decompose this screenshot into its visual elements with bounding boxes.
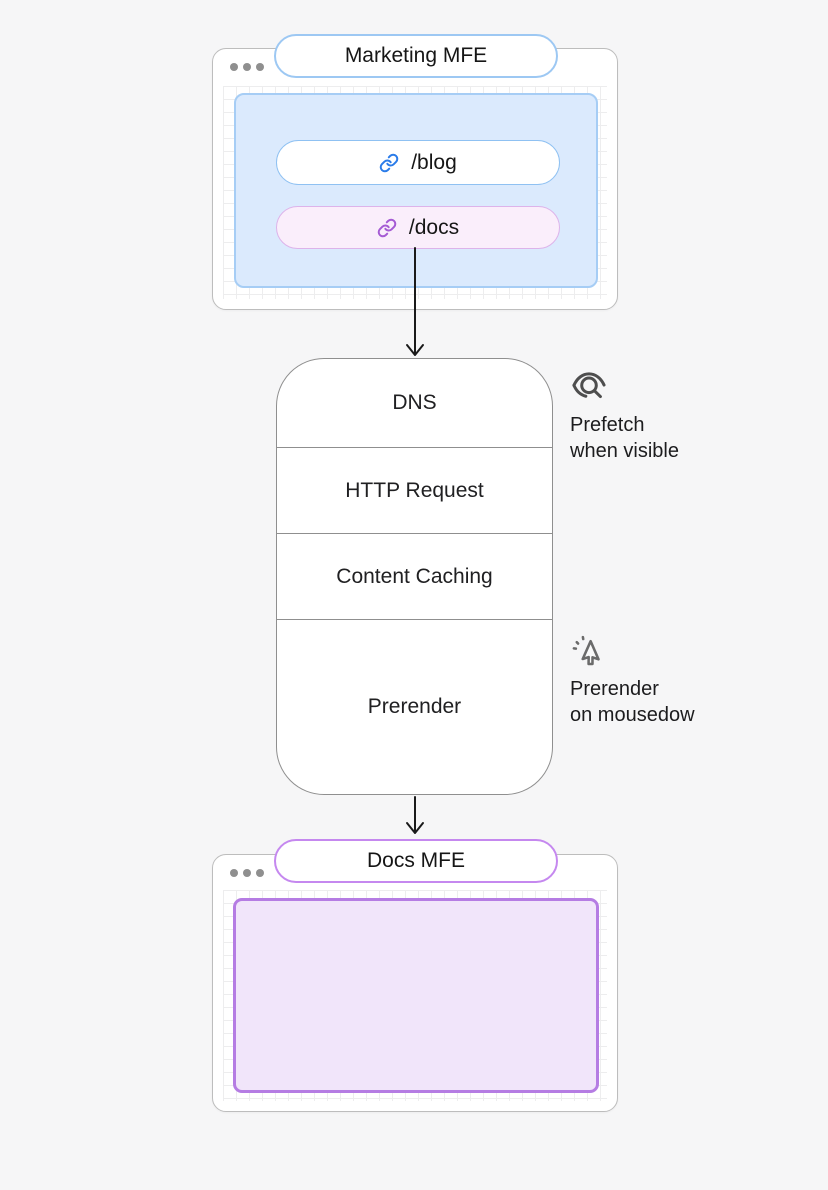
window-control-dot xyxy=(230,869,238,877)
marketing-mfe-title: Marketing MFE xyxy=(344,44,488,67)
pipeline-row-prerender: Prerender xyxy=(277,619,552,794)
annotation-prefetch-text: Prefetch when visible xyxy=(570,412,800,464)
link-icon xyxy=(377,218,397,238)
annotation-line: when visible xyxy=(570,440,679,462)
pointer-click-icon xyxy=(570,632,606,668)
annotation-prefetch: Prefetch when visible xyxy=(570,366,800,464)
annotation-line: Prefetch xyxy=(570,414,645,436)
prefetch-visible-icon xyxy=(570,366,608,404)
arrow-pipeline-to-docs xyxy=(406,796,424,834)
docs-mfe-window: Docs MFE xyxy=(212,839,618,1112)
annotation-prerender-text: Prerender on mousedow xyxy=(570,676,800,728)
pipeline-row-dns: DNS xyxy=(277,359,552,447)
pipeline-row-label: Content Caching xyxy=(336,564,493,588)
docs-link-button[interactable]: /docs xyxy=(276,206,560,249)
docs-mfe-title: Docs MFE xyxy=(366,849,465,872)
pipeline-row-label: HTTP Request xyxy=(345,478,484,502)
window-control-dot xyxy=(243,869,251,877)
window-control-dot xyxy=(243,63,251,71)
window-controls xyxy=(230,869,264,877)
window-control-dot xyxy=(230,63,238,71)
speculation-pipeline-box: DNS HTTP Request Content Caching Prerend… xyxy=(276,358,553,795)
pipeline-row-http-request: HTTP Request xyxy=(277,447,552,533)
docs-link-label: /docs xyxy=(408,215,460,239)
pipeline-row-label: Prerender xyxy=(367,695,462,718)
marketing-mfe-title-pill: Marketing MFE xyxy=(274,34,558,78)
window-control-dot xyxy=(256,869,264,877)
window-controls xyxy=(230,63,264,71)
marketing-mfe-window: Marketing MFE /blog xyxy=(212,34,618,310)
blog-link-label: /blog xyxy=(411,150,457,174)
pipeline-row-label: DNS xyxy=(392,391,437,414)
pipeline-row-content-caching: Content Caching xyxy=(277,533,552,619)
docs-page-panel xyxy=(233,898,599,1093)
annotation-line: Prerender xyxy=(570,678,659,700)
window-control-dot xyxy=(256,63,264,71)
link-icon xyxy=(379,153,399,173)
annotation-line: on mousedow xyxy=(570,704,695,726)
docs-mfe-title-pill: Docs MFE xyxy=(274,839,558,883)
annotation-prerender: Prerender on mousedow xyxy=(570,632,800,728)
blog-link-button[interactable]: /blog xyxy=(276,140,560,185)
marketing-page-panel: /blog /docs xyxy=(234,93,598,288)
